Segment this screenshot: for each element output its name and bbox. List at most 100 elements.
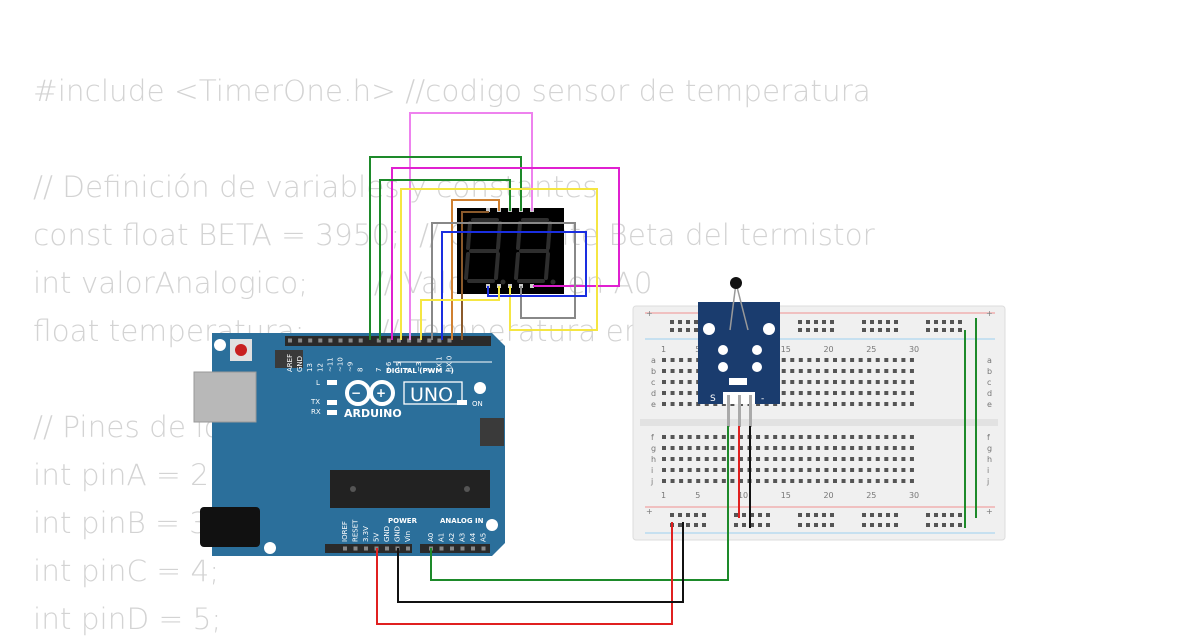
breadboard-hole (909, 391, 914, 395)
header-pin[interactable] (376, 338, 381, 343)
breadboard-hole (781, 380, 786, 384)
display-pin[interactable] (486, 208, 490, 212)
breadboard-hole (858, 479, 863, 483)
breadboard-row-label: b (651, 367, 656, 376)
breadboard-hole (815, 446, 820, 450)
wire-green-a0[interactable] (430, 426, 729, 581)
analog-pin[interactable] (471, 546, 475, 551)
breadboard-hole (858, 391, 863, 395)
wire-green-second[interactable] (379, 179, 511, 340)
breadboard-hole (730, 457, 735, 461)
wire-orange[interactable] (451, 199, 500, 340)
header-pin[interactable] (358, 338, 363, 343)
rail-hole (670, 513, 674, 517)
breadboard-hole (867, 468, 872, 472)
breadboard-row-label: a (987, 356, 992, 365)
breadboard-hole (781, 435, 786, 439)
wire-pink-top[interactable] (409, 112, 533, 340)
digital-pin-label: TX 1 (435, 356, 443, 373)
breadboard-hole (756, 468, 761, 472)
rail-hole (886, 513, 890, 517)
breadboard-hole (824, 380, 829, 384)
rail-hole (758, 523, 762, 527)
wire-gray[interactable] (431, 222, 576, 340)
analog-pin[interactable] (450, 546, 454, 551)
brand-label: ARDUINO (344, 407, 402, 420)
breadboard-column-label: 20 (823, 345, 833, 354)
header-pin[interactable] (386, 338, 391, 343)
wire-green-top[interactable] (369, 156, 522, 340)
digital-header[interactable] (285, 336, 491, 346)
wire-yellow-short[interactable] (420, 286, 500, 340)
breadboard-hole (892, 435, 897, 439)
breadboard-row-label: g (651, 444, 656, 453)
temperature-sensor-module[interactable]: S - (698, 277, 780, 427)
breadboard-hole (884, 468, 889, 472)
header-pin[interactable] (417, 338, 422, 343)
wires[interactable] (369, 112, 977, 625)
header-pin[interactable] (328, 338, 333, 343)
breadboard-hole (764, 479, 769, 483)
breadboard-hole (687, 479, 692, 483)
power-pin[interactable] (353, 546, 358, 551)
breadboard-hole (764, 468, 769, 472)
breadboard-hole (858, 402, 863, 406)
breadboard-hole (781, 369, 786, 373)
breadboard-hole (850, 468, 855, 472)
breadboard-hole (696, 468, 701, 472)
power-analog-header[interactable] (325, 544, 490, 553)
rail-hole (822, 328, 826, 332)
breadboard-hole (884, 358, 889, 362)
display-pin[interactable] (530, 284, 534, 288)
wire-brown[interactable] (461, 211, 489, 340)
rail-hole (678, 523, 682, 527)
led-tx (327, 400, 337, 405)
code-line: #include <TimerOne.h> //codigo sensor de… (33, 74, 871, 108)
wire-black-gnd[interactable] (397, 522, 684, 603)
power-pin-label: RESET (352, 519, 360, 542)
breadboard-hole (833, 446, 837, 450)
header-pin[interactable] (338, 338, 343, 343)
header-pin[interactable] (427, 338, 432, 343)
breadboard-hole (841, 358, 846, 362)
analog-pin[interactable] (481, 546, 486, 551)
header-pin[interactable] (437, 338, 442, 343)
breadboard-hole (841, 435, 846, 439)
breadboard-hole (815, 457, 820, 461)
breadboard-hole (884, 479, 889, 483)
analog-pin[interactable] (460, 546, 465, 551)
analog-pin[interactable] (439, 546, 444, 551)
breadboard-hole (875, 435, 880, 439)
breadboard-hole (704, 446, 709, 450)
breadboard-hole (875, 402, 880, 406)
wire-yellow[interactable] (400, 188, 598, 340)
header-pin[interactable] (348, 338, 353, 343)
breadboard-hole (850, 369, 855, 373)
breadboard-hole (824, 468, 829, 472)
header-pin[interactable] (288, 338, 292, 343)
breadboard-hole (867, 446, 872, 450)
power-pin[interactable] (385, 546, 389, 551)
power-pin[interactable] (364, 546, 368, 551)
breadboard-hole (704, 435, 709, 439)
breadboard-hole (841, 402, 846, 406)
header-pin[interactable] (298, 338, 303, 343)
breadboard-hole (841, 446, 846, 450)
wire-magenta[interactable] (391, 167, 620, 340)
header-pin[interactable] (397, 338, 401, 343)
power-pin[interactable] (406, 546, 410, 551)
breadboard-hole (670, 479, 675, 483)
wire-blue[interactable] (441, 231, 587, 340)
header-pin[interactable] (318, 338, 323, 343)
header-pin[interactable] (407, 338, 412, 343)
header-pin[interactable] (308, 338, 313, 343)
power-pin[interactable] (343, 546, 347, 551)
breadboard-hole (875, 380, 880, 384)
breadboard-hole (773, 457, 778, 461)
wire-red-5v[interactable] (376, 522, 673, 625)
seven-segment-display[interactable] (457, 208, 564, 294)
header-pin[interactable] (447, 338, 452, 343)
breadboard-hole (662, 369, 666, 373)
